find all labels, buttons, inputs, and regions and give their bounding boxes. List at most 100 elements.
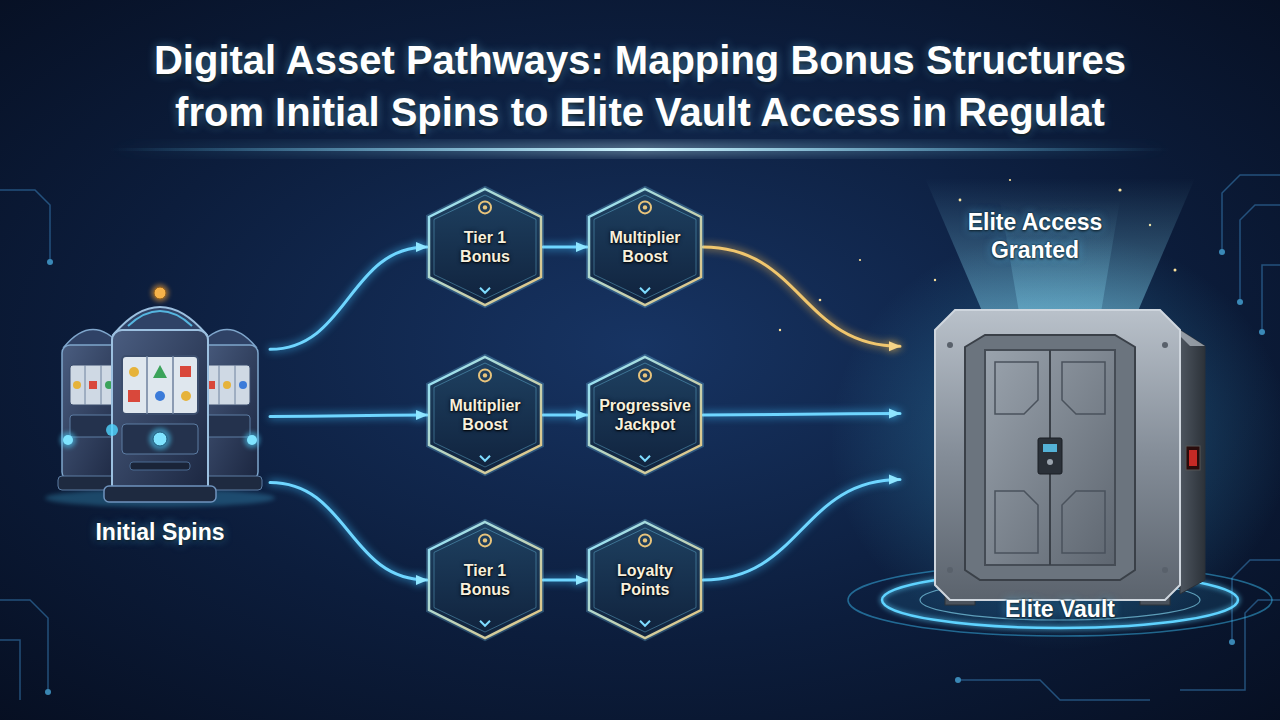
flow-connector [703,414,900,416]
bonus-hexagon: Tier 1 Bonus [427,520,543,640]
slot-machines-illustration [89,381,97,389]
circuit-lines [1229,639,1235,645]
node-label: Initial Spins [95,518,224,546]
hexagon-icon [643,373,647,377]
hexagon-border [429,357,541,473]
title-underline [110,144,1170,154]
slot-machines-illustration [219,365,220,405]
circuit-lines [955,677,961,683]
slot-machines-illustration [149,428,171,450]
circuit-lines [0,600,48,690]
hexagon-border [429,189,541,305]
vault-illustration [985,350,1115,565]
vault-illustration [935,310,1180,600]
hexagon-outline [427,355,543,475]
vault-illustration [1062,362,1105,414]
hexagon-outline [587,355,703,475]
node-label: Elite Access Granted [940,208,1130,264]
sparkles [859,259,861,261]
hexagon-chevron [640,288,650,293]
vault-illustration [995,362,1038,414]
hexagon-icon [479,201,491,213]
slot-machines-illustration [155,391,165,401]
slot-machines-illustration [154,287,166,299]
flow-connector [270,247,427,349]
circuit-lines [1259,329,1265,335]
hexagon-icon [639,534,651,546]
slot-machines-illustration [153,365,167,378]
slot-machines-illustration [204,415,250,437]
slot-machines-illustration [122,424,198,454]
hexagon-border [429,522,541,638]
hexagon-outline [587,520,703,640]
vault-illustration [1162,567,1168,573]
flow-connector [270,483,427,581]
slot-machines-illustration [172,356,174,414]
vault-illustration [1047,459,1053,465]
hexagon-icon [643,205,647,209]
hexagon-icon [483,373,487,377]
hexagon-icon [639,369,651,381]
hexagon-icon [479,534,491,546]
hexagon-icon [639,201,651,213]
slot-machines-illustration [112,330,208,495]
hexagon-glow [429,357,541,473]
slot-machines-illustration [104,486,216,502]
hexagon-chevron [640,456,650,461]
circuit-lines [0,640,20,700]
vault-illustration [947,567,953,573]
node-label: Progressive Jackpot [598,396,692,434]
vault-illustration [1162,342,1168,348]
vault-illustration [947,342,953,348]
bonus-hexagon: Multiplier Boost [427,355,543,475]
title-underline [110,144,1170,154]
slot-machines-illustration [247,435,257,445]
slot-machines-illustration [239,381,247,389]
vault-illustration [995,491,1038,553]
vault-illustration [1186,446,1200,470]
connectors [270,247,900,580]
hexagon-icon [643,538,647,542]
flow-connector [703,480,900,581]
hexagon-glow [589,189,701,305]
slot-machines-illustration [45,284,275,507]
slot-machines-illustration [73,381,81,389]
bonus-hexagon: Multiplier Boost [587,187,703,307]
node-label: Elite Vault [1005,595,1115,623]
slot-machines-illustration [151,284,169,302]
slot-machines-illustration [244,432,260,448]
circuit-lines [1240,205,1280,300]
flow-connector [270,415,427,417]
elite-vault: Elite Access GrantedElite Vault [900,200,1210,625]
hexagon-icon [479,369,491,381]
hexagon-inner-border [434,528,536,632]
vault-illustration [1043,444,1057,452]
circuit-lines [1219,249,1225,255]
node-label: Tier 1 Bonus [438,228,532,266]
slot-machines-illustration [153,432,167,446]
hexagon-glow [589,357,701,473]
hexagon-chevron [480,288,490,293]
title-underline [110,148,1170,151]
title-area: Digital Asset Pathways: Mapping Bonus St… [0,34,1280,138]
circuit-lines [0,175,1280,700]
hexagon-inner-border [594,363,696,467]
vault-illustration [1038,438,1062,474]
slot-machines-illustration [101,365,102,405]
vault-illustration [1189,450,1197,466]
node-label: Tier 1 Bonus [438,561,532,599]
vault-illustration [1180,330,1205,594]
hexagon-chevron [480,456,490,461]
slot-machines-illustration [128,390,140,402]
hexagon-icon [483,538,487,542]
hexagon-glow [429,522,541,638]
node-label: Multiplier Boost [598,228,692,266]
hexagon-outline [427,520,543,640]
diagram-title: Digital Asset Pathways: Mapping Bonus St… [120,34,1160,138]
hexagon-inner-border [594,528,696,632]
circuit-lines [45,689,51,695]
slot-machines-illustration [146,356,148,414]
circuit-lines [960,680,1150,700]
hexagon-inner-border [434,195,536,299]
